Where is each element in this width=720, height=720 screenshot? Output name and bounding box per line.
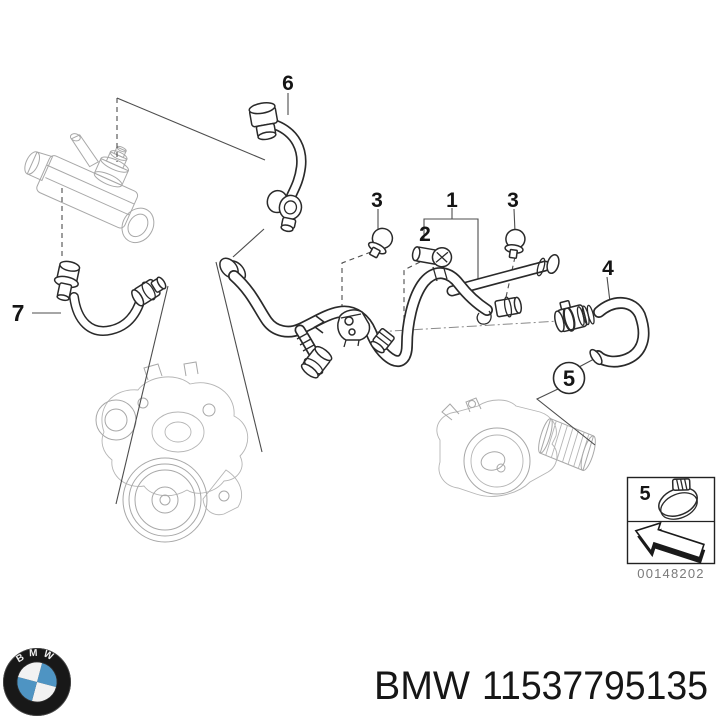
coolant-pipe [446, 253, 560, 297]
ghost-expansion-valve [24, 133, 155, 244]
callout-2: 2 [419, 223, 431, 246]
sealing-plug-3-right [504, 228, 526, 259]
direction-arrow-icon [634, 521, 706, 564]
legend-box: 5 [626, 476, 716, 565]
leader-lines [32, 93, 611, 505]
part-number-text: 11537795135 [482, 664, 708, 708]
vent-hose-7 [53, 260, 167, 336]
legend-item-number: 5 [639, 483, 650, 505]
callout-6: 6 [282, 72, 294, 95]
hose-clamp-icon [658, 478, 698, 520]
hose-port [370, 328, 395, 354]
brand-text: BMW [374, 664, 470, 708]
screw-plug-2 [411, 246, 453, 268]
callout-3-right: 3 [507, 189, 519, 212]
ghost-water-pump [95, 361, 249, 543]
callout-3-left: 3 [371, 189, 383, 212]
callout-4: 4 [602, 257, 614, 280]
bmw-logo: BMW [3, 648, 71, 716]
water-hose-4 [554, 297, 650, 368]
callout-5: 5 [563, 366, 575, 391]
callout-7: 7 [12, 300, 25, 326]
ghost-thermostat-housing [436, 397, 596, 497]
callout-5-circle: 5 [552, 361, 586, 395]
diagram-code: 00148202 [637, 566, 704, 581]
hose-bracket [337, 309, 371, 348]
sealing-plug-3-left [367, 227, 394, 259]
callout-1: 1 [446, 189, 458, 212]
vent-hose-assembly-1 [219, 257, 523, 379]
vent-pipe-6 [248, 102, 307, 233]
part-number-line: BMW 11537795135 [374, 664, 708, 708]
